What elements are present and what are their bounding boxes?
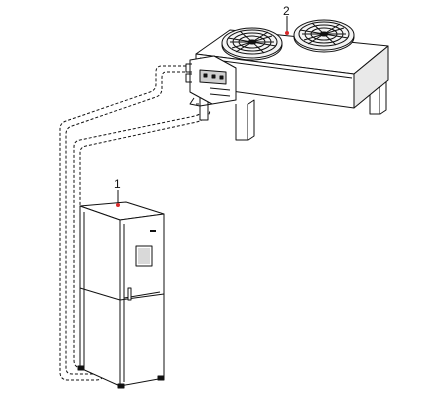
fan-2 bbox=[293, 19, 355, 53]
indoor-door-handle bbox=[127, 287, 132, 301]
callout-2-marker bbox=[285, 31, 289, 35]
indoor-unit bbox=[77, 190, 165, 389]
indoor-logo bbox=[150, 230, 156, 232]
callout-number-2: 2 bbox=[283, 4, 290, 18]
indoor-front-face bbox=[119, 213, 165, 387]
callout-number-1: 1 bbox=[114, 177, 121, 191]
indoor-side-face bbox=[79, 205, 121, 387]
condenser-control-box bbox=[185, 55, 237, 107]
callout-1-marker bbox=[116, 203, 120, 207]
fan-1 bbox=[221, 27, 283, 61]
condenser-side-face bbox=[353, 45, 389, 109]
outdoor-condenser bbox=[185, 16, 389, 141]
